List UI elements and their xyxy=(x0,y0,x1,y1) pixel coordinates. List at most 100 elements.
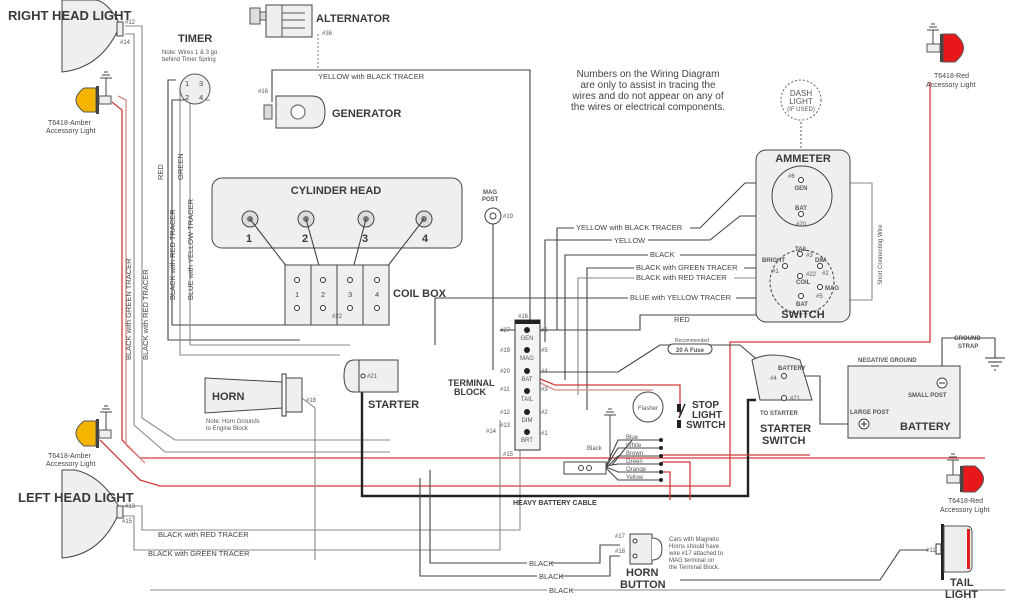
wire-label-black-green-head: BLACK with GREEN TRACER xyxy=(124,258,133,360)
wire-timer-red xyxy=(167,79,300,341)
horn-note-line-2: Horns should have xyxy=(669,544,720,550)
small-post-label: SMALL POST xyxy=(908,393,947,399)
timer-num-4: 4 xyxy=(199,93,203,102)
red-accessory-light-bottom[interactable]: T6418-Red Accessory Light xyxy=(940,453,989,514)
to-starter-label: TO STARTER xyxy=(760,411,798,417)
tail-light-label: TAIL xyxy=(950,577,974,589)
red-light-sublabel-2: Accessory Light xyxy=(940,507,989,514)
flasher-wire-green xyxy=(605,463,660,467)
short-connecting-wire-label: Short Connecting Wire xyxy=(878,224,884,285)
horn[interactable]: HORN Note: Horn Grounds to Engine Block … xyxy=(204,373,317,432)
timer-note: Note: Wires 1 & 3 go xyxy=(162,50,218,56)
wire-number-5: #5 xyxy=(541,348,548,354)
terminal-label-brt: BRT xyxy=(521,438,533,444)
ground-symbol-icon xyxy=(927,23,939,44)
dash-light-label-2: LIGHT xyxy=(789,97,813,106)
wire-horn-button-17 xyxy=(429,470,620,564)
timer[interactable]: TIMER Note: Wires 1 & 3 go behind Timer … xyxy=(162,33,218,105)
horn-note: Note: Horn Grounds xyxy=(206,419,260,425)
flasher-wire-label-orange: Orange xyxy=(626,467,647,473)
flasher[interactable]: Flasher BlueWhiteBrownGreenOrangeYellow … xyxy=(563,391,664,482)
flasher-wire-dot xyxy=(659,470,663,474)
battery[interactable]: NEGATIVE GROUND SMALL POST LARGE POST BA… xyxy=(847,336,1005,439)
tail-light[interactable]: #11 TAIL LIGHT xyxy=(926,524,978,600)
terminal-label-bat: BAT xyxy=(521,377,533,383)
cylinder-head-label: CYLINDER HEAD xyxy=(291,185,382,197)
wire-label-black-2: BLACK xyxy=(539,572,564,581)
starter-switch[interactable]: BATTERY #4 #21 TO STARTER STARTER SWITCH xyxy=(751,354,813,447)
wire-switch-red xyxy=(500,314,760,331)
wire-label-black: BLACK xyxy=(650,250,675,259)
wire-label-blue-yellow-timer: BLUE with YELLOW TRACER xyxy=(186,198,195,300)
wire-number-2: #2 xyxy=(541,410,548,416)
horn-button[interactable]: #17 #18 HORN BUTTON Cars with Magneto Ho… xyxy=(615,533,724,591)
right-head-light[interactable]: RIGHT HEAD LIGHT #12 #14 xyxy=(8,0,136,73)
wire-switch-blue-yellow xyxy=(434,297,780,345)
wire-number-12-tb: #12 xyxy=(500,410,511,416)
red-light-sublabel: Accessory Light xyxy=(926,82,975,89)
wire-head-14 xyxy=(125,33,390,453)
switch-mag-label: MAG xyxy=(825,286,839,292)
terminal-post xyxy=(524,409,530,415)
cylinder-head[interactable]: CYLINDER HEAD 1 2 3 4 xyxy=(211,177,463,249)
wire-generator xyxy=(271,69,531,320)
wire-label-blue-yellow: BLUE with YELLOW TRACER xyxy=(630,293,732,302)
starter-switch-label: STARTER xyxy=(760,423,811,435)
flasher-wire-dot xyxy=(659,446,663,450)
red-light-label: T6418-Red xyxy=(934,73,969,80)
wire-label-yellow-black-gen: YELLOW with BLACK TRACER xyxy=(318,72,425,81)
flasher-wire-dot xyxy=(659,454,663,458)
switch-coil-label: COIL xyxy=(796,280,811,286)
horn-note-line-5: the Terminal Block. xyxy=(669,565,720,571)
wire-number-14-tb: #14 xyxy=(486,429,497,435)
ammeter-bat-label: BAT xyxy=(795,206,807,212)
cylinder-num-1: 1 xyxy=(246,233,252,245)
left-head-light[interactable]: LEFT HEAD LIGHT #13 #15 xyxy=(18,469,136,559)
amber-light-label: T6418-Amber xyxy=(48,120,91,127)
terminal-post xyxy=(524,368,530,374)
coil-num-3: 3 xyxy=(348,290,352,299)
flasher-wire-brown xyxy=(605,455,660,469)
diagram-note: Numbers on the Wiring Diagram are only t… xyxy=(571,69,725,113)
ammeter-gen-label: GEN xyxy=(794,186,807,192)
wire-red-left-amber xyxy=(99,82,931,487)
note-line-2: are only to assist in tracing the xyxy=(580,80,716,91)
generator[interactable]: #16 GENERATOR YELLOW with BLACK TRACER xyxy=(258,72,425,129)
mag-post-label: MAG xyxy=(483,190,497,196)
ammeter-switch-panel[interactable]: AMMETER GEN BAT #6 #20 TAIL BRIGHT DIM C… xyxy=(755,149,851,323)
wire-label-black-red: BLACK with RED TRACER xyxy=(636,273,727,282)
cylinder-num-4: 4 xyxy=(422,233,429,245)
ground-symbol-icon xyxy=(947,453,959,475)
wire-number-13: #13 xyxy=(500,423,511,429)
dash-light[interactable]: DASH LIGHT (IF USED) xyxy=(780,79,822,121)
wire-label-yellow-black: YELLOW with BLACK TRACER xyxy=(576,223,683,232)
red-accessory-light-top[interactable]: T6418-Red Accessory Light xyxy=(926,23,975,89)
wire-horn-button-18 xyxy=(419,478,620,577)
terminal-label-gen: GEN xyxy=(520,336,533,342)
flasher-wire-yellow xyxy=(605,467,660,481)
timer-num-2: 2 xyxy=(185,93,189,102)
wire-number-12: #12 xyxy=(125,20,136,26)
amber-accessory-light-top[interactable]: T6418-Amber Accessory Light xyxy=(46,71,112,135)
mag-post[interactable]: MAG POST #19 xyxy=(482,190,514,225)
wire-number-36: #36 xyxy=(322,31,333,37)
alternator[interactable]: ALTERNATOR #36 xyxy=(249,4,390,38)
amber-accessory-light-bottom[interactable]: T6418-Amber Accessory Light xyxy=(46,405,112,468)
fuse-20a[interactable]: Recommended 20 A Fuse xyxy=(667,338,713,355)
coil-box[interactable]: 1 2 3 4 COIL BOX #22 xyxy=(284,264,447,326)
starter[interactable]: #21 STARTER xyxy=(343,359,419,411)
stop-light-switch[interactable]: STOP LIGHT SWITCH xyxy=(677,400,725,431)
wire-flasher-orange xyxy=(662,461,691,500)
ammeter-bat-terminal xyxy=(798,211,804,217)
note-line-4: the wires or electrical components. xyxy=(571,102,725,113)
starter-num-21: #21 xyxy=(790,396,801,402)
flasher-wire-label-yellow: Yellow xyxy=(626,475,644,481)
ammeter-num-20: #20 xyxy=(796,222,807,228)
cylinder-num-2: 2 xyxy=(302,233,308,245)
red-light-label-2: T6418-Red xyxy=(948,498,983,505)
ground-strap-label-2: STRAP xyxy=(958,344,978,350)
wire-tail-light xyxy=(680,549,928,581)
wire-flasher-green xyxy=(662,471,671,500)
